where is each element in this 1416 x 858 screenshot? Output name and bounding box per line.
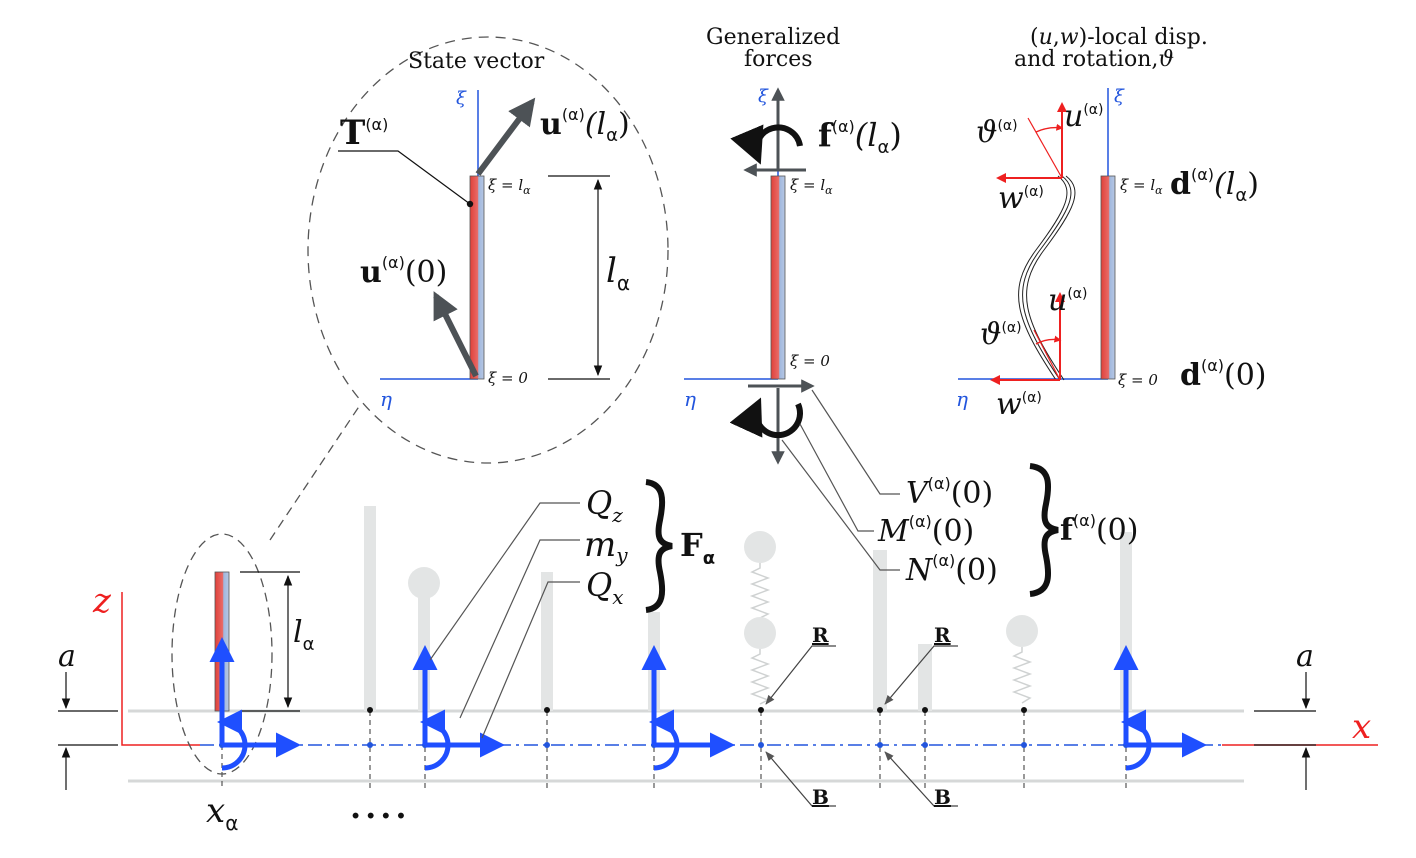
xi-bottom-disp: ξ = 0	[1118, 371, 1158, 389]
x-alpha-label: xα	[206, 791, 238, 835]
background-resonators	[364, 506, 1132, 711]
force-leaders	[781, 389, 900, 571]
xi-top-disp: ξ = lα	[1120, 176, 1163, 197]
f0-label: f(α)(0)	[1060, 511, 1138, 548]
R-label-2: R	[934, 623, 951, 647]
eta-label-disp: η	[956, 387, 968, 411]
B-label-1: B	[812, 785, 829, 809]
xi-label-forces: ξ	[758, 86, 769, 107]
xi-bottom-state: ξ = 0	[488, 369, 528, 387]
Qz-label: Qz	[586, 484, 623, 527]
force-set-4	[1113, 645, 1207, 771]
rod-disp	[1100, 175, 1116, 380]
bg-mass-8	[1006, 615, 1038, 647]
disp-title-line1: (u,w)-local disp.	[1030, 25, 1208, 50]
u-top-label: u(α)(lα)	[540, 105, 630, 146]
xi-top-state: ξ = lα	[488, 176, 531, 197]
generalized-forces-panel: Generalized forces ξ η f(α)(lα) ξ = lα ξ…	[684, 25, 1138, 597]
top-dots	[367, 707, 1027, 713]
force-set-1	[209, 637, 301, 771]
top-moment-arrow	[730, 124, 803, 165]
state-vector-title: State vector	[408, 49, 545, 74]
f-top-label: f(α)(lα)	[818, 116, 902, 158]
f0-brace	[1029, 463, 1059, 597]
force-set-3	[641, 645, 735, 771]
u-bottom-label: u(α)(0)	[360, 253, 447, 290]
continuation-dots: ....	[350, 788, 411, 826]
u-bottom-arrow	[433, 291, 479, 378]
forces-title-line2: forces	[744, 47, 813, 72]
state-vector-panel: State vector ξ η T(α) u(α)(lα) u(α)(0) ξ…	[307, 36, 669, 464]
u-top-disp-label: u(α)	[1064, 99, 1103, 134]
F-alpha-label: Fα	[680, 526, 715, 569]
rod-forces	[770, 175, 786, 380]
eta-label-forces: η	[684, 387, 696, 411]
length-label-large: lα	[606, 251, 630, 295]
bg-rod-3	[541, 572, 553, 711]
Qx-label: Qx	[586, 566, 624, 609]
u-top-arrow	[475, 97, 536, 176]
my-label: my	[584, 525, 628, 567]
z-axis-line	[121, 592, 200, 746]
bg-mass-5b	[744, 617, 776, 649]
RB-pointers	[765, 645, 958, 807]
deformed-shape	[1018, 175, 1076, 381]
bg-spring-5a	[749, 563, 771, 619]
F-alpha-leaders	[429, 502, 580, 739]
bottom-moment-arrow	[729, 397, 803, 439]
beam-region: z x	[58, 404, 1378, 835]
M-label: M(α)(0)	[877, 512, 974, 549]
a-label-right: a	[1296, 639, 1314, 674]
d-top-label: d(α)(lα)	[1170, 165, 1259, 206]
xi-bottom-forces: ξ = 0	[790, 352, 830, 370]
bg-spring-5b	[749, 649, 771, 705]
xi-label-state: ξ	[456, 88, 467, 109]
zoom-ellipse-small	[171, 533, 273, 775]
section-lines	[221, 711, 1127, 788]
disp-title-line2: and rotation,ϑ	[1014, 47, 1174, 72]
x-axis-label: x	[1352, 707, 1371, 747]
zoom-ellipse-large	[307, 36, 669, 464]
z-axis-label: z	[92, 581, 112, 621]
bg-mass-2	[408, 567, 440, 599]
theta-top-label: ϑ(α)	[976, 115, 1018, 150]
u-bottom-disp-label: u(α)	[1048, 283, 1087, 318]
V-label: V(α)(0)	[906, 474, 993, 511]
length-label-small: lα	[293, 615, 314, 655]
w-bottom-label: w(α)	[996, 387, 1042, 422]
F-alpha-brace	[645, 479, 673, 613]
displacement-panel: (u,w)-local disp. and rotation,ϑ ξ η u(α…	[956, 25, 1267, 422]
force-set-2	[412, 645, 505, 771]
R-label-1: R	[812, 623, 829, 647]
rod-state	[469, 175, 485, 380]
xi-top-forces: ξ = lα	[790, 176, 833, 197]
bg-rod-1	[364, 506, 376, 711]
theta-bottom-label: ϑ(α)	[980, 317, 1022, 352]
w-top-label: w(α)	[998, 181, 1044, 216]
bg-rod-6	[873, 550, 887, 711]
bg-rod-7	[918, 644, 932, 711]
B-label-2: B	[934, 785, 951, 809]
bg-mass-5a	[744, 531, 776, 563]
a-label-left: a	[58, 639, 76, 674]
eta-label-state: η	[380, 387, 392, 411]
forces-title-line1: Generalized	[706, 25, 840, 50]
xi-label-disp: ξ	[1114, 86, 1125, 107]
N-label: N(α)(0)	[905, 551, 998, 588]
zoom-connector	[269, 404, 361, 541]
T-label: T(α)	[340, 113, 388, 153]
d-bottom-label: d(α)(0)	[1180, 356, 1267, 393]
bg-spring-8	[1011, 647, 1033, 704]
